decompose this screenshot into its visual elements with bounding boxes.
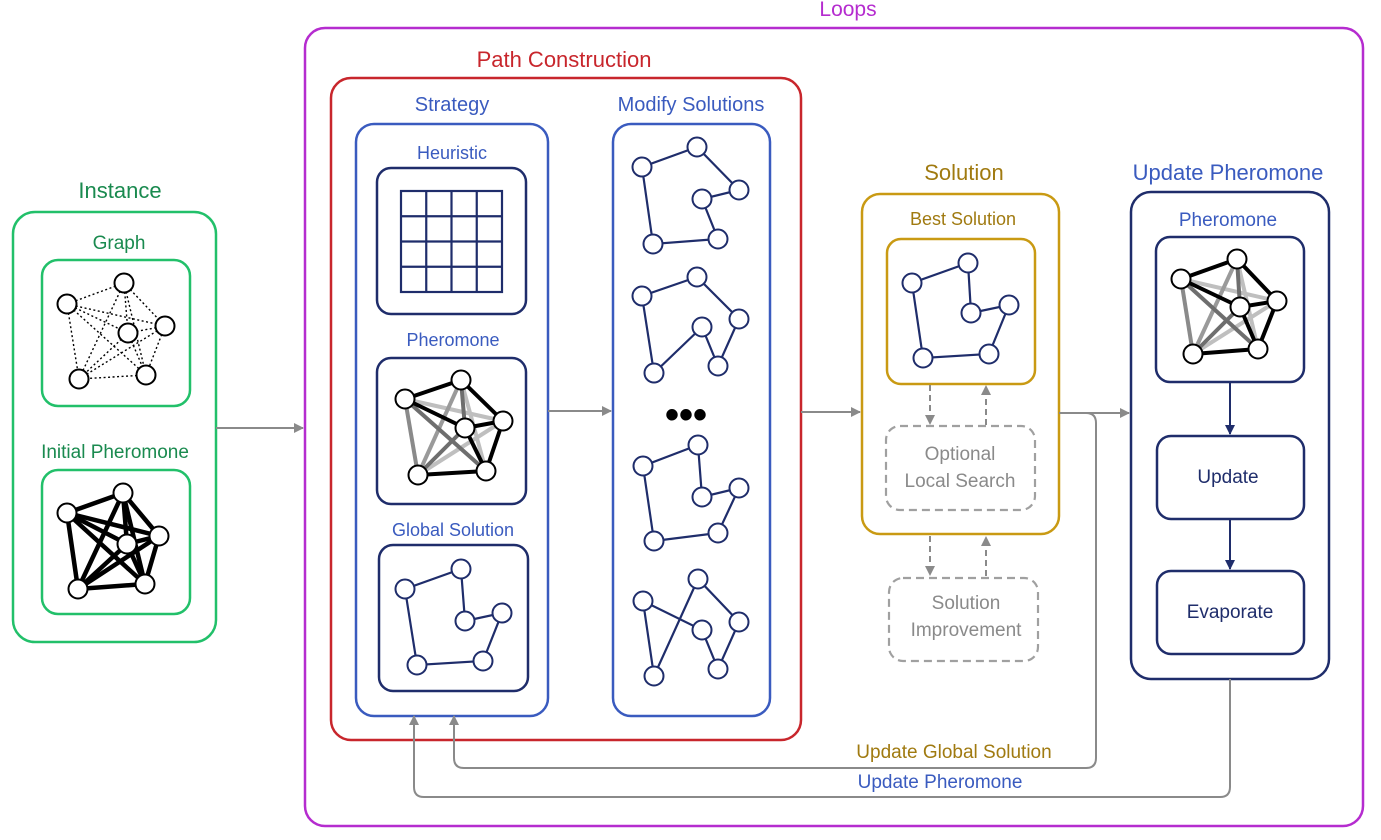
- candidate-tour-4: [632, 568, 750, 687]
- solution-improvement-line1: Solution: [932, 593, 1001, 614]
- optional-local-search-box[interactable]: [884, 424, 1037, 512]
- optional-local-search-line1: Optional: [925, 444, 996, 465]
- strategy-pheromone-box: [375, 356, 528, 506]
- instance-title: Instance: [78, 178, 161, 203]
- ellipsis-dots: •••: [665, 393, 707, 437]
- initial-pheromone-label: Initial Pheromone: [41, 442, 189, 463]
- global-solution-box: [377, 543, 530, 693]
- update-global-solution-loop: [449, 412, 1097, 769]
- candidate-tour-1: [631, 136, 750, 255]
- modify-solutions-title: Modify Solutions: [618, 94, 765, 116]
- path-construction-box: [329, 76, 803, 742]
- optional-local-search-line2: Local Search: [905, 471, 1016, 492]
- graph-nodes: [56, 272, 176, 390]
- loops-title: Loops: [819, 0, 876, 21]
- best-solution-tour: [901, 252, 1020, 369]
- solution-improvement-box[interactable]: [887, 576, 1040, 663]
- modify-solutions-box: [611, 122, 772, 718]
- evaporate-step-label: Evaporate: [1187, 602, 1274, 623]
- candidate-tour-3: [632, 434, 750, 552]
- solution-title: Solution: [924, 160, 1004, 185]
- solution-box: [860, 192, 1061, 536]
- best-solution-label: Best Solution: [910, 209, 1016, 229]
- graph-box: [40, 258, 192, 408]
- path-construction-title: Path Construction: [477, 47, 652, 72]
- initial-pheromone-nodes: [56, 482, 170, 600]
- update-step-label: Update: [1197, 467, 1258, 488]
- graph-complete-dotted: [66, 282, 166, 380]
- candidate-tour-2: [631, 266, 750, 384]
- heuristic-label: Heuristic: [417, 143, 487, 163]
- strategy-pheromone-edges: [403, 378, 505, 477]
- strategy-pheromone-nodes: [394, 369, 514, 486]
- heuristic-matrix-grid: [399, 189, 504, 294]
- initial-pheromone-box: [40, 468, 192, 616]
- global-solution-tour: [394, 558, 513, 676]
- update-pheromone-nodes: [1170, 248, 1288, 365]
- update-pheromone-loop: [409, 679, 1231, 798]
- graph-label: Graph: [93, 233, 146, 254]
- strategy-title: Strategy: [415, 94, 489, 116]
- update-pheromone-pheromone-label: Pheromone: [1179, 210, 1277, 231]
- evaporate-step-box[interactable]: [1155, 569, 1306, 656]
- strategy-pheromone-label: Pheromone: [406, 330, 499, 350]
- best-solution-box: [885, 237, 1037, 386]
- loops-box: [303, 26, 1365, 828]
- update-global-solution-label: Update Global Solution: [856, 742, 1051, 763]
- update-pheromone-title: Update Pheromone: [1133, 160, 1324, 185]
- global-solution-label: Global Solution: [392, 520, 514, 540]
- update-pheromone-loop-label: Update Pheromone: [858, 772, 1023, 793]
- heuristic-box: [375, 166, 528, 316]
- instance-box: [11, 210, 218, 644]
- solution-improvement-line2: Improvement: [911, 620, 1023, 641]
- update-pheromone-graph-box: [1154, 235, 1306, 384]
